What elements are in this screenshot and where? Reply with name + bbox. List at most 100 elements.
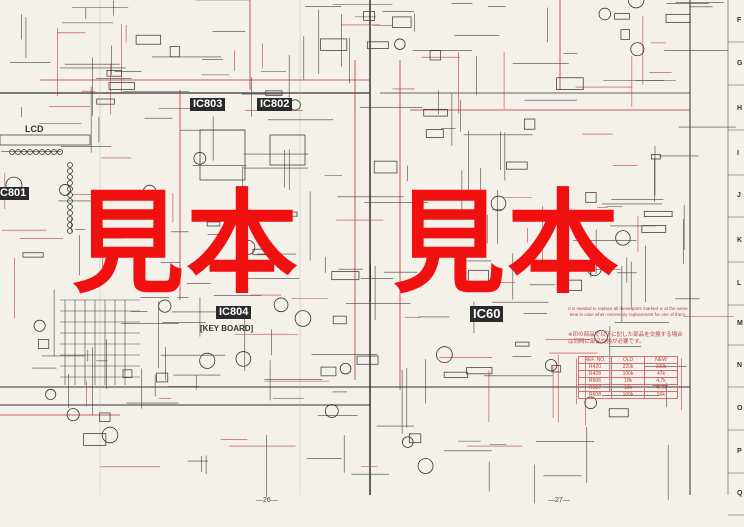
transistor-symbol — [67, 216, 73, 222]
transistor-symbol — [324, 404, 339, 418]
row-letter: K — [737, 237, 743, 244]
transistor-symbol — [199, 352, 216, 369]
row-letter: P — [737, 448, 742, 455]
row-letter: F — [737, 17, 742, 24]
transistor-symbol — [235, 351, 252, 367]
component-box — [608, 408, 629, 418]
component-box — [614, 13, 630, 20]
component-box — [37, 339, 50, 349]
component-box — [425, 129, 444, 138]
transistor-symbol — [51, 149, 57, 155]
row-letter: J — [737, 192, 741, 199]
component-box — [363, 11, 375, 21]
component-box — [320, 38, 348, 51]
component-box — [551, 365, 562, 373]
row-letter: L — [737, 280, 742, 287]
transistor-symbol — [9, 149, 15, 155]
transistor-symbol — [67, 204, 73, 210]
component-box — [515, 341, 530, 347]
component-box — [392, 16, 412, 28]
table-cell: 4.7k — [644, 384, 678, 392]
component-box — [373, 160, 398, 174]
table-cell: 4.7k — [644, 377, 678, 385]
transistor-symbol — [436, 346, 453, 363]
row-letter: O — [737, 405, 743, 412]
transistor-symbol — [630, 42, 645, 57]
watermark-right: 見本 — [393, 179, 621, 309]
transistor-symbol — [101, 426, 119, 444]
component-box — [556, 77, 584, 90]
transistor-symbol — [294, 310, 312, 327]
transistor-symbol — [45, 388, 57, 400]
watermark-left: 見本 — [72, 179, 300, 309]
transistor-symbol — [627, 0, 645, 9]
page-number-left: —26— — [256, 497, 278, 504]
transistor-symbol — [67, 228, 73, 234]
table-cell: 100k — [644, 363, 678, 371]
transistor-symbol — [587, 261, 602, 277]
row-letter: G — [737, 60, 743, 67]
transistor-symbol — [67, 198, 73, 204]
table-cell: 10k — [611, 377, 645, 385]
row-letter: M — [737, 320, 743, 327]
component-box — [269, 134, 306, 166]
component-box — [0, 134, 91, 146]
component-box — [199, 129, 246, 181]
component-box — [643, 210, 673, 217]
transistor-symbol — [339, 362, 352, 375]
table-cell: R428 — [578, 370, 612, 378]
keyboard-label: [KEY BOARD] — [200, 324, 254, 333]
transistor-symbol — [57, 149, 63, 155]
component-box — [524, 118, 536, 130]
component-box — [641, 225, 667, 233]
table-cell: 220k — [611, 363, 645, 371]
component-box — [122, 369, 133, 378]
component-box — [280, 211, 298, 217]
parts-note-english: It is needed to replace all these parts … — [568, 306, 688, 317]
transistor-symbol — [544, 359, 558, 372]
table-cell: R420 — [578, 363, 612, 371]
component-box — [83, 433, 107, 446]
component-box — [466, 367, 493, 375]
transistor-symbol — [33, 319, 46, 332]
component-box — [135, 34, 162, 45]
transistor-symbol — [59, 184, 71, 196]
transistor-symbol — [67, 186, 73, 192]
lcd-label: LCD — [25, 124, 44, 134]
parts-note-japanese: ※印の部品で以下に記した部品を交換する場合は同時に部品交換が必要です。 — [568, 332, 683, 345]
table-header: NEW — [644, 356, 678, 364]
ic802-label: IC802 — [257, 98, 293, 111]
transistor-symbol — [67, 168, 73, 174]
transistor-symbol — [142, 184, 157, 199]
row-letter: I — [737, 150, 739, 157]
transistor-symbol — [240, 239, 256, 255]
component-box — [156, 372, 169, 383]
component-box — [265, 90, 283, 96]
transistor-symbol — [273, 297, 289, 313]
row-letter: H — [737, 105, 743, 112]
component-box — [356, 355, 379, 365]
row-letter: Q — [737, 490, 743, 497]
table-cell: 10k — [611, 384, 645, 392]
transistor-symbol — [402, 436, 414, 448]
table-cell: 47k — [644, 370, 678, 378]
component-box — [620, 29, 630, 40]
component-box — [367, 41, 389, 49]
transistor-symbol — [67, 180, 73, 186]
component-box — [99, 412, 111, 423]
transistor-symbol — [15, 149, 21, 155]
component-box — [22, 252, 44, 258]
transistor-symbol — [417, 458, 434, 474]
table-cell: R608 — [578, 391, 612, 399]
component-box — [96, 98, 115, 105]
transistor-symbol — [33, 149, 39, 155]
table-cell: 100k — [611, 370, 645, 378]
component-box — [108, 82, 135, 90]
component-box — [468, 269, 489, 282]
